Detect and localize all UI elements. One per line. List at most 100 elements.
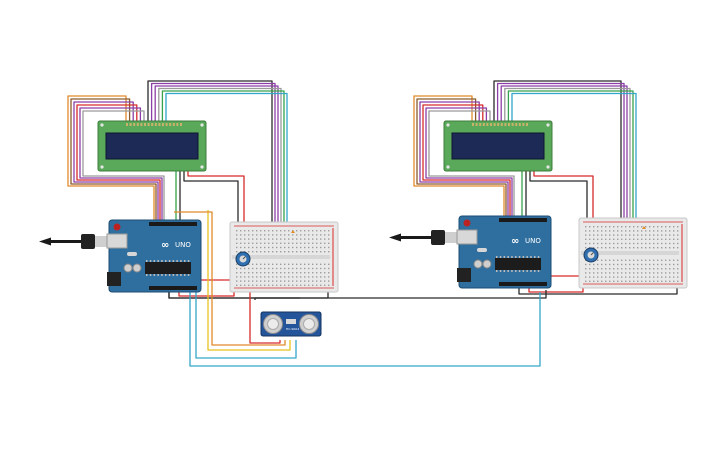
power-jack: [107, 272, 121, 286]
arduino-board-right[interactable]: ∞UNO: [389, 215, 552, 289]
chip-pin: [511, 256, 513, 258]
lcd-pin: [162, 123, 164, 126]
arduino-board-left[interactable]: ∞UNO: [39, 219, 202, 293]
usb-cable-end: [39, 237, 51, 246]
transducer-mesh: [267, 318, 279, 330]
mount-hole: [446, 165, 450, 169]
wire[interactable]: [195, 290, 297, 359]
wire[interactable]: [70, 98, 157, 224]
chip-pin: [515, 270, 517, 272]
wire[interactable]: [428, 110, 515, 220]
lcd-pin: [140, 123, 143, 126]
chip-pin: [165, 274, 167, 276]
wire[interactable]: [413, 95, 505, 220]
chip-pin: [530, 256, 532, 258]
center-channel: [581, 251, 679, 255]
breadboard-right[interactable]: [578, 217, 688, 289]
atmega-chip: [495, 258, 541, 270]
chip-pin: [161, 260, 163, 262]
wire[interactable]: [254, 297, 300, 300]
usb-port: [456, 229, 478, 245]
arduino-pcb: [108, 219, 202, 293]
wire[interactable]: [504, 87, 631, 239]
lcd-pin: [180, 123, 182, 126]
arduino-pcb: [458, 215, 552, 289]
lcd-display-left[interactable]: [97, 120, 207, 172]
lcd-pin: [526, 123, 528, 126]
chip-pin: [157, 260, 159, 262]
wire[interactable]: [67, 95, 155, 224]
wire[interactable]: [82, 110, 165, 224]
wire[interactable]: [496, 82, 625, 239]
lcd-pin: [508, 123, 510, 126]
potentiometer-right[interactable]: [583, 247, 599, 263]
chip-pin: [526, 256, 528, 258]
led-marker: [642, 226, 646, 229]
chip-pin: [496, 256, 498, 258]
lcd-pin: [126, 123, 128, 126]
chip-pin: [526, 270, 528, 272]
wire[interactable]: [183, 171, 239, 232]
chip-pin: [146, 274, 148, 276]
wire[interactable]: [529, 171, 588, 228]
chip-pin: [534, 270, 536, 272]
center-channel: [232, 255, 330, 259]
power-header: [149, 286, 197, 290]
lcd-pin: [518, 123, 521, 126]
lcd-pin: [490, 123, 492, 126]
lcd-pin: [479, 123, 482, 126]
lcd-pin: [504, 123, 507, 126]
wire[interactable]: [416, 98, 507, 220]
chip-pin: [149, 260, 152, 262]
digital-header: [499, 218, 547, 222]
chip-pin: [149, 274, 152, 276]
capacitor: [123, 263, 133, 273]
lcd-pin: [133, 123, 136, 126]
wire[interactable]: [500, 85, 628, 238]
chip-pin: [534, 256, 536, 258]
wire[interactable]: [189, 290, 541, 367]
mount-hole: [546, 165, 550, 169]
lcd-pin: [497, 123, 500, 126]
lcd-pin: [147, 123, 150, 126]
pot-indicator: [242, 256, 246, 260]
wire[interactable]: [165, 92, 288, 243]
wire[interactable]: [207, 210, 291, 351]
wire[interactable]: [187, 171, 245, 232]
chip-pin: [172, 260, 175, 262]
chip-pin: [180, 274, 182, 276]
chip-pin: [522, 270, 525, 272]
wire[interactable]: [150, 82, 276, 243]
lcd-display-right[interactable]: [443, 120, 553, 172]
potentiometer-left[interactable]: [235, 251, 251, 267]
reset-button[interactable]: [113, 223, 121, 231]
ultrasonic-sensor[interactable]: HC-SR04: [260, 311, 322, 337]
transducer-mesh: [303, 318, 315, 330]
wire[interactable]: [533, 171, 594, 228]
wire[interactable]: [168, 290, 547, 299]
wire[interactable]: [158, 87, 282, 243]
wire[interactable]: [507, 90, 634, 238]
wire[interactable]: [161, 90, 285, 242]
chip-pin: [172, 274, 175, 276]
board-label: UNO: [525, 237, 541, 245]
digital-header: [149, 222, 197, 226]
chip-pin: [168, 274, 171, 276]
lcd-pin: [172, 123, 175, 126]
usb-plug: [81, 234, 95, 249]
wire[interactable]: [493, 80, 622, 238]
wire[interactable]: [147, 80, 273, 242]
reset-button[interactable]: [463, 219, 471, 227]
chip-pin: [507, 270, 509, 272]
wire[interactable]: [249, 290, 281, 344]
chip-pin: [187, 274, 190, 276]
chip-pin: [165, 260, 167, 262]
wire[interactable]: [511, 92, 637, 239]
lcd-pin: [482, 123, 485, 126]
wire[interactable]: [174, 211, 286, 346]
chip-pin: [184, 260, 186, 262]
wire[interactable]: [154, 85, 279, 242]
breadboard-left[interactable]: [229, 221, 339, 293]
